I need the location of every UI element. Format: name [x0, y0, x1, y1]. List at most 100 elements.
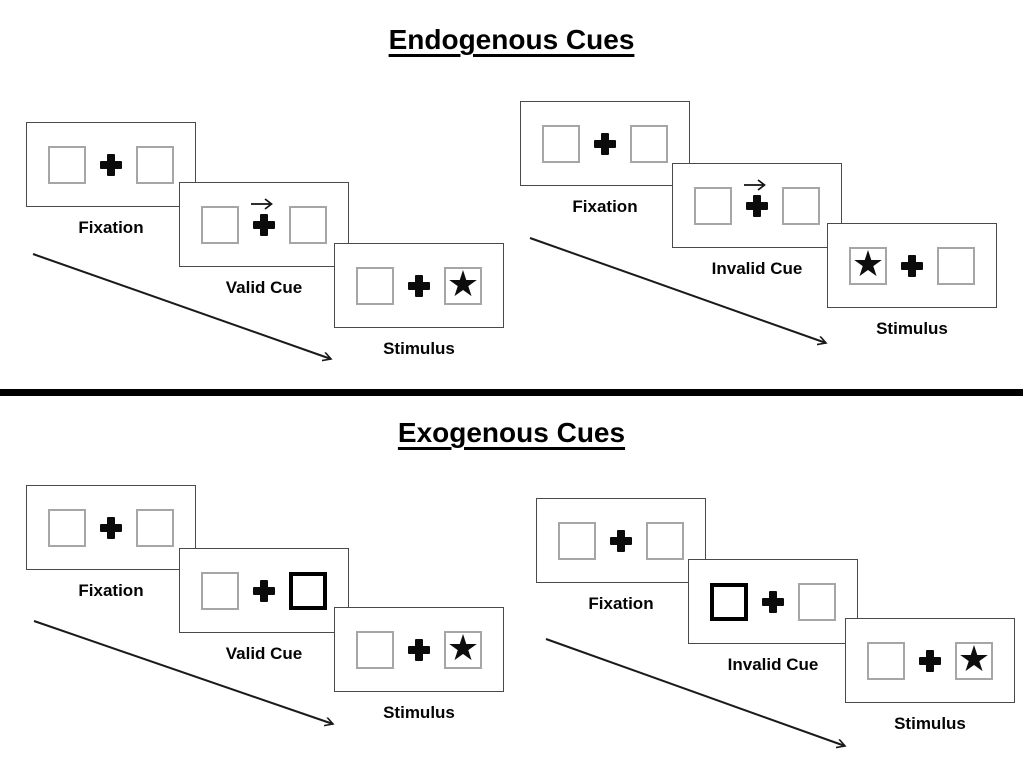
right-placeholder-box	[136, 508, 174, 547]
fixation-cross-wrap	[253, 579, 275, 602]
exogenous-invalid-fixation: Fixation	[536, 498, 706, 614]
right-star-box: ★	[444, 263, 482, 305]
left-placeholder-box	[48, 508, 86, 547]
endogenous-valid-fixation: Fixation	[26, 122, 196, 238]
left-placeholder-box	[542, 124, 580, 163]
endogenous-section-title: Endogenous Cues	[0, 24, 1023, 56]
screen-panel	[26, 122, 196, 207]
endogenous-invalid-fixation: Fixation	[520, 101, 690, 217]
panel-label: Fixation	[78, 218, 144, 237]
fixation-cross-icon	[100, 516, 122, 539]
right-placeholder-box	[646, 521, 684, 560]
fixation-cross-icon	[746, 194, 768, 217]
panel-label: Fixation	[572, 197, 638, 216]
left-placeholder-box	[558, 521, 596, 560]
right-placeholder-box	[630, 124, 668, 163]
fixation-cross-wrap	[251, 197, 275, 236]
left-placeholder-box	[694, 186, 732, 225]
left-placeholder-box	[201, 571, 239, 610]
left-placeholder-box	[356, 630, 394, 669]
right-placeholder-box	[136, 145, 174, 184]
exogenous-valid-cue: Valid Cue	[179, 548, 349, 664]
star-icon: ★	[957, 638, 991, 679]
screen-panel: ★	[827, 223, 997, 308]
left-placeholder-box	[867, 641, 905, 680]
panel-label: Stimulus	[894, 714, 966, 733]
left-placeholder-box	[48, 145, 86, 184]
fixation-cross-wrap	[901, 254, 923, 277]
endogenous-title-text: Endogenous Cues	[388, 24, 635, 55]
section-divider	[0, 389, 1023, 396]
fixation-cross-icon	[919, 649, 941, 672]
screen-panel	[688, 559, 858, 644]
fixation-cross-wrap	[100, 153, 122, 176]
endogenous-invalid-stimulus: ★ Stimulus	[827, 223, 997, 339]
panel-label: Stimulus	[383, 703, 455, 722]
panel-label: Invalid Cue	[711, 259, 803, 278]
screen-panel: ★	[334, 607, 504, 692]
star-icon: ★	[446, 263, 480, 304]
left-placeholder-box	[201, 205, 239, 244]
screen-panel	[536, 498, 706, 583]
screen-panel	[672, 163, 842, 248]
fixation-cross-icon	[253, 213, 275, 236]
star-icon: ★	[851, 243, 885, 284]
fixation-cross-wrap	[919, 649, 941, 672]
screen-panel: ★	[845, 618, 1015, 703]
fixation-cross-wrap	[762, 590, 784, 613]
fixation-cross-wrap	[594, 132, 616, 155]
fixation-cross-wrap	[744, 178, 768, 217]
right-exogenous-cue-box	[289, 571, 327, 610]
endogenous-invalid-cue: Invalid Cue	[672, 163, 842, 279]
timeline-arrow-exogenous-invalid	[545, 638, 845, 746]
right-placeholder-box	[289, 205, 327, 244]
right-placeholder-box	[798, 582, 836, 621]
screen-panel	[26, 485, 196, 570]
right-star-box: ★	[955, 638, 993, 680]
panel-label: Valid Cue	[225, 644, 303, 663]
panel-label: Fixation	[78, 581, 144, 600]
exogenous-invalid-cue: Invalid Cue	[688, 559, 858, 675]
exogenous-section-title: Exogenous Cues	[0, 417, 1023, 449]
left-placeholder-box	[356, 266, 394, 305]
right-placeholder-box	[937, 246, 975, 285]
fixation-cross-icon	[408, 638, 430, 661]
exogenous-title-text: Exogenous Cues	[397, 417, 626, 448]
fixation-cross-wrap	[408, 274, 430, 297]
cue-arrow-icon	[251, 197, 273, 210]
fixation-cross-wrap	[408, 638, 430, 661]
fixation-cross-icon	[408, 274, 430, 297]
timeline-arrow-endogenous-valid	[32, 253, 331, 359]
screen-panel	[179, 182, 349, 267]
timeline-arrow-endogenous-invalid	[529, 237, 826, 343]
fixation-cross-icon	[762, 590, 784, 613]
fixation-cross-icon	[594, 132, 616, 155]
fixation-cross-icon	[610, 529, 632, 552]
screen-panel: ★	[334, 243, 504, 328]
screen-panel	[179, 548, 349, 633]
cue-arrow-icon	[744, 178, 766, 191]
panel-label: Invalid Cue	[727, 655, 819, 674]
left-star-box: ★	[849, 243, 887, 285]
right-star-box: ★	[444, 627, 482, 669]
exogenous-invalid-stimulus: ★ Stimulus	[845, 618, 1015, 734]
screen-panel	[520, 101, 690, 186]
endogenous-valid-cue: Valid Cue	[179, 182, 349, 298]
exogenous-valid-stimulus: ★ Stimulus	[334, 607, 504, 723]
fixation-cross-wrap	[100, 516, 122, 539]
fixation-cross-icon	[901, 254, 923, 277]
right-placeholder-box	[782, 186, 820, 225]
panel-label: Valid Cue	[225, 278, 303, 297]
fixation-cross-wrap	[610, 529, 632, 552]
panel-label: Fixation	[588, 594, 654, 613]
star-icon: ★	[446, 627, 480, 668]
panel-label: Stimulus	[876, 319, 948, 338]
left-exogenous-cue-box	[710, 582, 748, 621]
panel-label: Stimulus	[383, 339, 455, 358]
exogenous-valid-fixation: Fixation	[26, 485, 196, 601]
fixation-cross-icon	[100, 153, 122, 176]
endogenous-valid-stimulus: ★ Stimulus	[334, 243, 504, 359]
timeline-arrow-exogenous-valid	[33, 620, 333, 724]
